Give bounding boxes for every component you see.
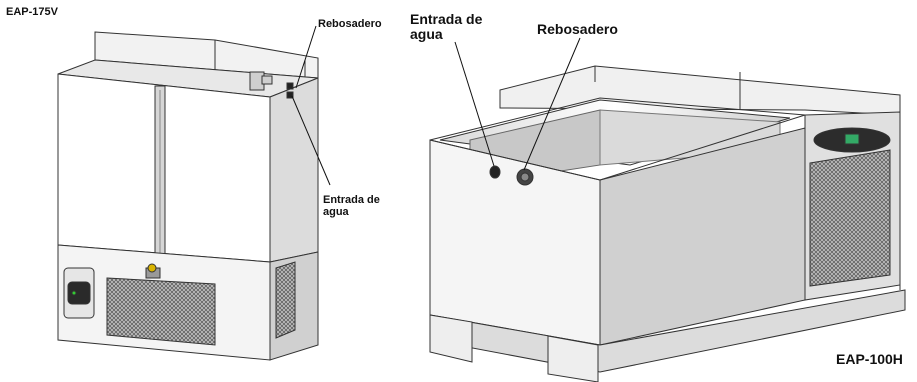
right-overflow-label: Rebosadero [537, 21, 618, 37]
right-inlet-label: Entrada de agua [410, 11, 483, 43]
left-inlet-line1: Entrada de [323, 194, 380, 206]
right-inlet-line1: Entrada de [410, 11, 483, 27]
left-inlet-label: Entrada de agua [323, 194, 380, 218]
left-inlet-line2: agua [323, 206, 349, 219]
left-unit [57, 31, 319, 361]
right-inlet-line2: agua [410, 26, 443, 43]
left-model-label: EAP-175V [6, 6, 58, 18]
right-unit [429, 65, 906, 382]
left-overflow-label: Rebosadero [318, 18, 382, 30]
right-model-label: EAP-100H [836, 351, 903, 367]
